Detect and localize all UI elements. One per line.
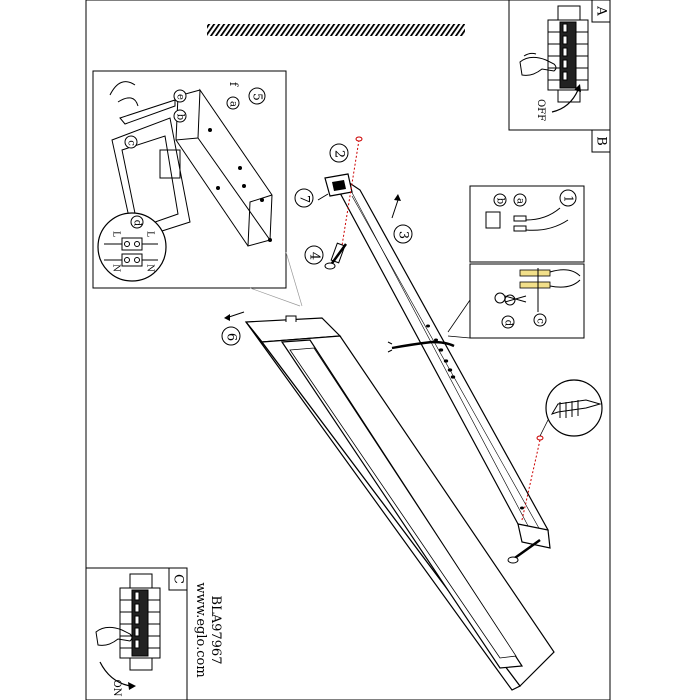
step-7-arrow-icon [317,193,329,201]
hand-icon-c [95,626,133,646]
wall-anchor-icon [550,399,602,418]
panel-c-switch-label: ON [111,680,122,697]
part-f-label: f [227,82,240,87]
lamp-body [244,315,555,691]
panel-b-letter-box [591,129,611,153]
wire-end-icon [485,207,569,232]
part-b-label: b [175,114,186,120]
terminal-L-left: L [111,231,121,237]
step-7-label: 7 [297,195,312,203]
terminal-block-c [119,573,161,671]
bottom-screw-icon [507,538,541,564]
wire-insulation [519,269,551,277]
wall-plug-magnifier [539,379,603,437]
step-6-label: 6 [224,333,239,341]
rail-end-cap [517,523,551,549]
panel-a-letter-box [591,0,611,23]
step-4-label: 4 [307,252,322,260]
cut-part-c-label: c [535,318,546,324]
step-3-arrow-icon [391,199,399,219]
panel-c-letter-box [168,567,188,591]
supply-cable [391,340,455,350]
panel-a-switch-label: OFF [535,99,546,121]
model-number: BLA97967 [208,596,223,665]
part-a-label: a [228,101,239,107]
terminal-block-a [547,5,589,103]
part-c-label: c [126,140,137,146]
panel-a-letter: A [594,5,609,16]
top-screw-icon [324,243,348,270]
scissors-icon [494,292,527,306]
panel-b-letter: B [594,136,609,146]
panel-c: C ON [85,567,188,700]
step-3-label: 3 [396,231,411,239]
step-1-inset: 1 a b [469,185,585,263]
terminal-L-right: L [145,231,155,237]
hatched-title-bar [207,24,465,36]
rotation-arrow-icon [551,89,579,113]
rotation-arrow-icon-c [99,661,131,687]
part-d-label: d [132,220,143,227]
part-e-label: e [175,94,186,100]
hand-icon [519,52,557,76]
cut-part-d-label: d [503,320,514,327]
step-2-label: 2 [332,150,347,158]
rail-holes [426,324,524,510]
cut-wire-inset: c d [469,263,585,339]
inset-part-b-label: b [495,198,506,204]
terminal-N-left: N [111,264,121,272]
panel-c-letter: C [171,574,186,584]
drill-line-bottom [521,439,541,521]
terminal-N-right: N [145,264,155,272]
wiring-detail-inset: 5 a f e b c d L N L N [92,70,287,289]
page-frame [85,0,611,700]
inset-part-a-label: a [515,198,526,204]
website-url: www.eglo.com [193,582,208,677]
step-1-label: 1 [562,195,576,203]
step-5-label: 5 [251,93,265,101]
panel-a: A OFF [508,0,611,131]
